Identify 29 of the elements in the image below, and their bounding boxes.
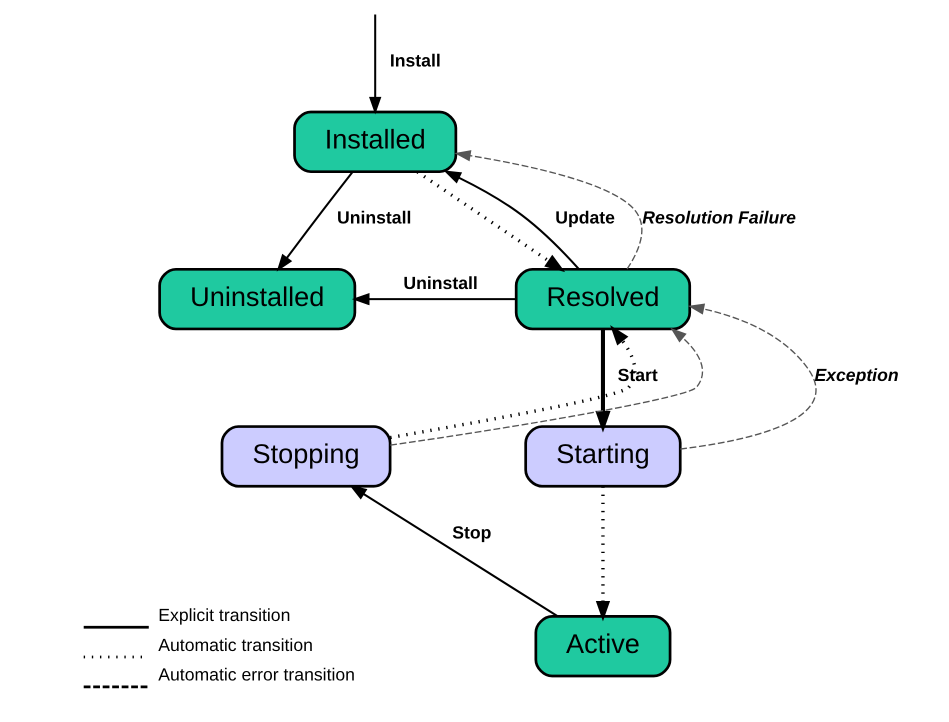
legend-label: Explicit transition (158, 604, 290, 625)
node-box: Stopping (220, 425, 392, 488)
edge-label: Exception (814, 365, 899, 386)
edge-label: Install (390, 50, 441, 70)
arrow (454, 150, 643, 270)
node-box: Starting (524, 425, 682, 488)
arrow (349, 484, 558, 618)
arrow (595, 329, 611, 433)
arrow (444, 170, 580, 270)
arrow (369, 14, 382, 114)
legend-label: Automatic transition (158, 634, 313, 655)
arrow (276, 172, 354, 272)
edge-label: Uninstall (336, 208, 412, 228)
node-box: Active (534, 615, 672, 678)
legend-label: Automatic error transition (158, 664, 355, 685)
edge-label: Update (555, 208, 615, 228)
node-box: Resolved (514, 268, 692, 330)
arrow (596, 486, 610, 622)
edge-label: Resolution Failure (642, 208, 796, 228)
arrow (390, 325, 637, 440)
arrow (416, 170, 566, 272)
node-box: Uninstalled (158, 268, 356, 330)
arrow (390, 328, 704, 446)
edge-label: Stop (452, 522, 492, 542)
edge-label: Start (618, 365, 658, 386)
arrow (352, 292, 516, 306)
edge-label: Uninstall (403, 272, 478, 293)
arrow (680, 303, 817, 450)
node-box: Installed (293, 110, 458, 174)
